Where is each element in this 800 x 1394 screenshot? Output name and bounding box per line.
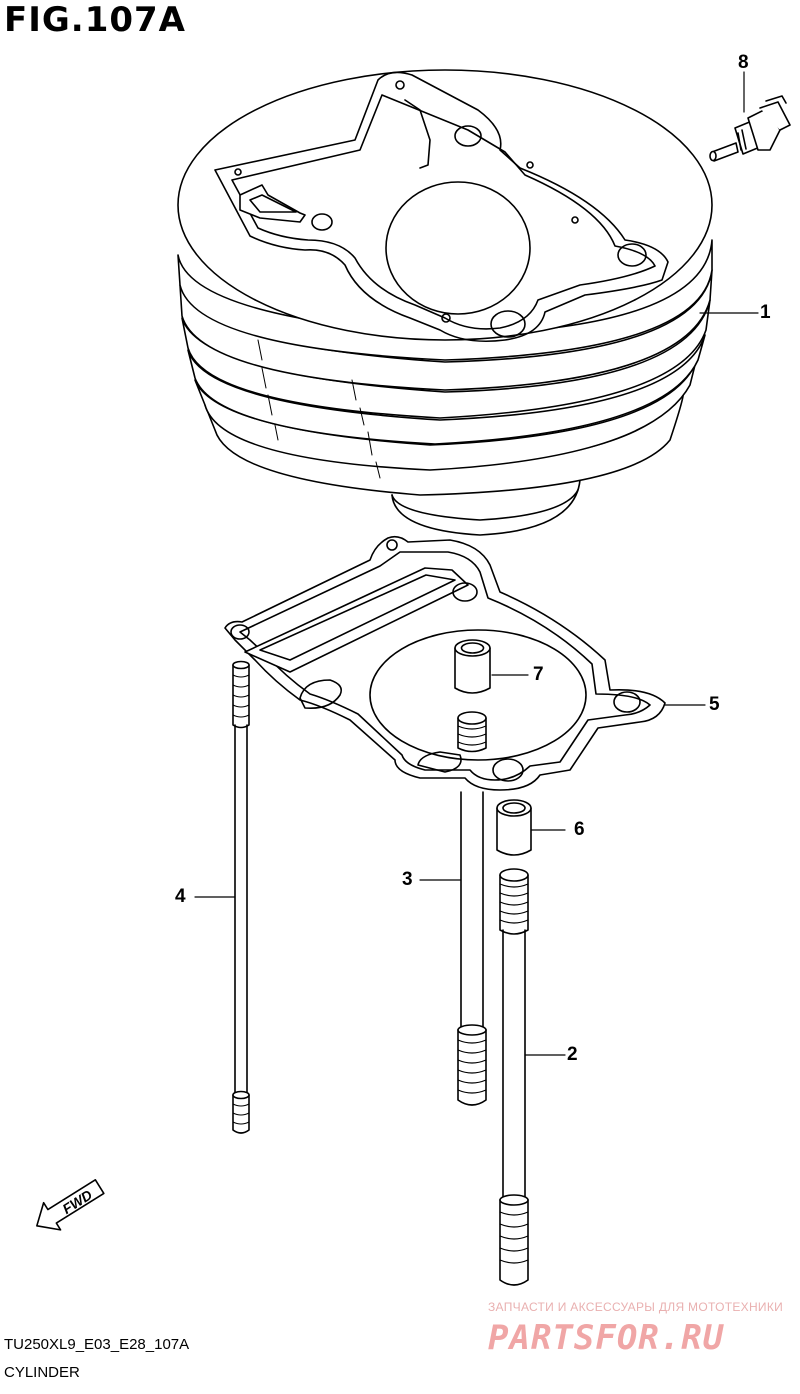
callout-6: 6	[574, 819, 585, 840]
watermark-logo-text: PARTSFOR.RU	[488, 1318, 725, 1358]
stud-thread-upper-part	[457, 711, 487, 753]
diagram-name: CYLINDER	[4, 1364, 80, 1381]
leader-lines	[194, 71, 759, 1056]
cylinder-part	[177, 69, 713, 536]
callout-3: 3	[402, 869, 413, 890]
stud-bolt-4-part	[232, 660, 250, 1134]
watermark-tagline: ЗАПЧАСТИ И АКСЕССУАРЫ ДЛЯ МОТОТЕХНИКИ	[488, 1300, 784, 1314]
dowel-pin-upper-part	[454, 639, 491, 694]
diagram-code: TU250XL9_E03_E28_107A	[4, 1336, 190, 1353]
callout-2: 2	[567, 1044, 578, 1065]
stud-bolt-3-part	[457, 791, 487, 1106]
dowel-pin-lower-part	[496, 799, 532, 856]
callout-8: 8	[738, 52, 749, 73]
fwd-arrow-icon: FWD	[36, 1179, 105, 1231]
figure-title: FIG.107A	[4, 0, 186, 40]
callout-4: 4	[175, 886, 186, 907]
temperature-sensor-part	[709, 95, 791, 162]
stud-bolt-2-part	[499, 868, 529, 1286]
callout-5: 5	[709, 694, 720, 715]
callout-1: 1	[760, 302, 771, 323]
callout-7: 7	[533, 664, 544, 685]
base-gasket-part	[224, 535, 666, 791]
